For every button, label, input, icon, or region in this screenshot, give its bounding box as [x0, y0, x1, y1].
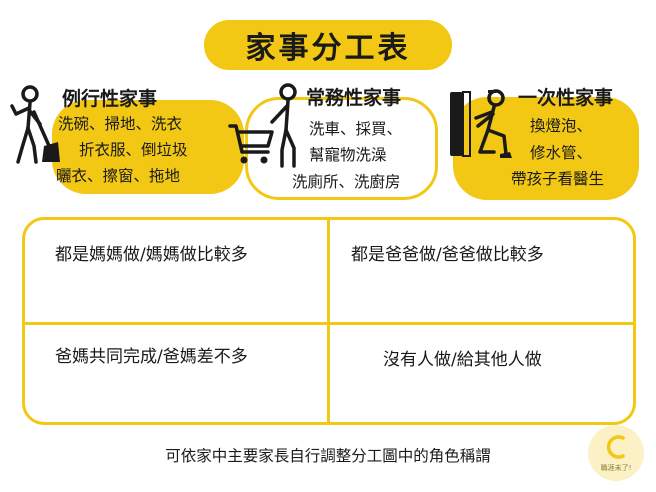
regular-chores-title: 常務性家事: [306, 87, 402, 109]
one-time-chores-line: 換燈泡、: [530, 117, 593, 135]
routine-chores-line: 折衣服、倒垃圾: [79, 141, 188, 159]
person-kneeling-repair-icon: [450, 89, 512, 158]
person-shopping-cart-icon: [228, 83, 297, 168]
grid-cell-nobody: 沒有人做/給其他人做: [383, 350, 542, 370]
assignment-grid: [22, 217, 636, 425]
footer-note: 可依家中主要家長自行調整分工圖中的角色稱謂: [165, 447, 491, 465]
routine-chores-card: [52, 100, 244, 194]
page-title: 家事分工表: [245, 31, 411, 66]
one-time-chores-line: 修水管、: [530, 144, 593, 162]
grid-cell-mom: 都是媽媽做/媽媽做比較多: [55, 245, 248, 265]
regular-chores-line: 幫寵物洗澡: [309, 146, 387, 164]
grid-cell-both: 爸媽共同完成/爸媽差不多: [55, 347, 248, 367]
brand-logo: 職涯未了!: [588, 425, 644, 481]
brand-logo-text: 職涯未了!: [600, 464, 632, 472]
regular-chores-line: 洗車、採買、: [309, 120, 403, 138]
grid-divider-horizontal: [24, 322, 634, 325]
grid-divider-vertical: [327, 219, 330, 423]
routine-chores-title: 例行性家事: [62, 88, 158, 110]
one-time-chores-line: 帶孩子看醫生: [511, 170, 605, 188]
one-time-chores-title: 一次性家事: [518, 87, 614, 109]
person-sweeping-icon: [10, 85, 60, 164]
grid-cell-dad: 都是爸爸做/爸爸做比較多: [351, 245, 544, 265]
routine-chores-line: 曬衣、擦窗、拖地: [56, 167, 181, 185]
regular-chores-line: 洗廁所、洗廚房: [292, 173, 401, 191]
title-banner: 家事分工表: [204, 20, 452, 70]
routine-chores-line: 洗碗、掃地、洗衣: [58, 115, 183, 133]
